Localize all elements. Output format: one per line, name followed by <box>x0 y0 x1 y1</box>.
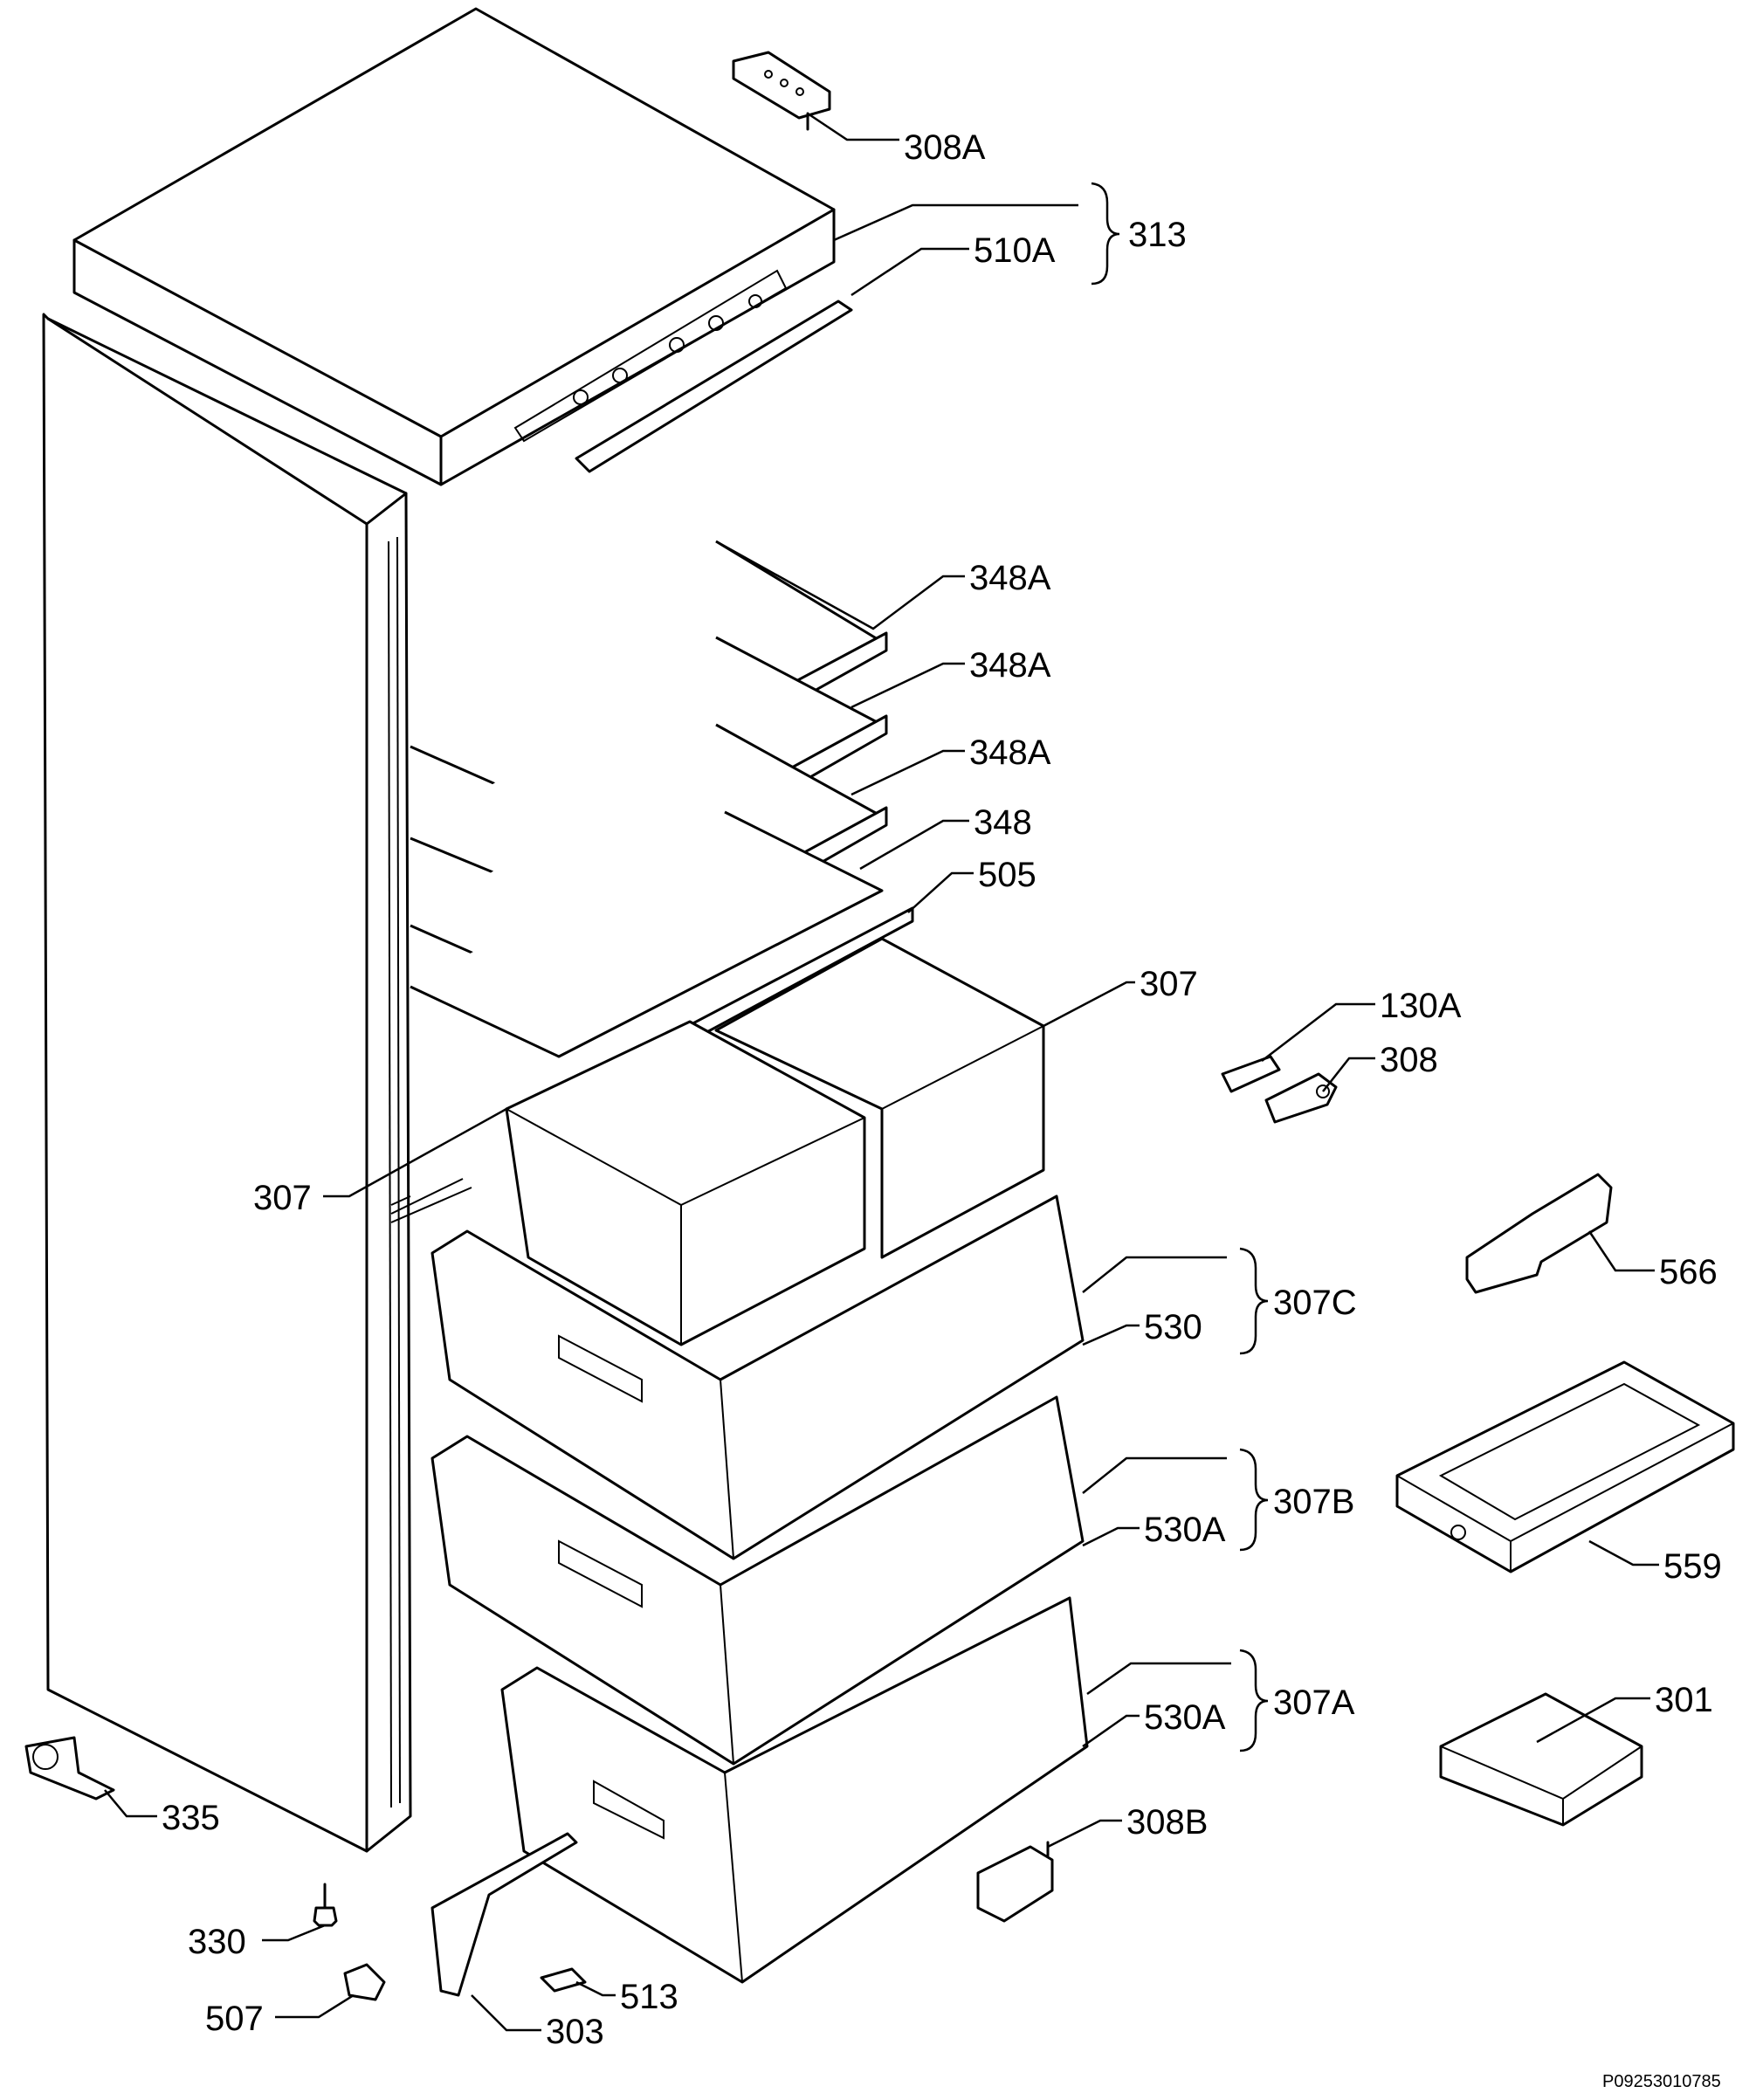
scraper-566 <box>1465 1173 1613 1294</box>
freezer-drawer-bottom <box>500 1596 1089 1984</box>
label-307B: 307B <box>1273 1483 1354 1521</box>
crisper-bin-right <box>714 937 1045 1259</box>
cold-accumulator-559 <box>1395 1360 1735 1573</box>
label-348A-2: 348A <box>969 646 1051 685</box>
label-566: 566 <box>1659 1253 1718 1291</box>
label-307A: 307A <box>1273 1683 1355 1722</box>
label-330: 330 <box>188 1923 246 1961</box>
freezer-drawer-middle <box>430 1395 1085 1766</box>
plate-130A <box>1221 1055 1281 1093</box>
plinth-303 <box>430 1832 578 1997</box>
glass-shelf-4 <box>410 810 884 1058</box>
crisper-bin-left <box>505 1020 866 1346</box>
freezer-drawer-top <box>430 1195 1085 1560</box>
label-513: 513 <box>620 1978 678 2016</box>
part-labels: 308A 313 510A 348A 348A 348A 348 505 307… <box>162 128 1722 2091</box>
adjustable-foot-330 <box>313 1883 338 1927</box>
label-530: 530 <box>1144 1308 1202 1346</box>
label-507: 507 <box>205 2000 264 2038</box>
label-510A: 510A <box>974 231 1056 270</box>
label-307-left: 307 <box>253 1179 312 1217</box>
clip-507 <box>343 1963 386 2001</box>
tab-513 <box>540 1967 587 1993</box>
cabinet-body <box>42 313 472 1853</box>
top-cover <box>72 7 836 486</box>
label-348A-3: 348A <box>969 733 1051 772</box>
label-308B: 308B <box>1126 1803 1208 1842</box>
label-348: 348 <box>974 803 1032 842</box>
top-hinge <box>732 51 831 131</box>
label-130A: 130A <box>1380 987 1462 1025</box>
label-308: 308 <box>1380 1041 1438 1079</box>
label-530A-2: 530A <box>1144 1698 1226 1737</box>
leader-lines <box>104 112 1659 2032</box>
label-559: 559 <box>1663 1547 1722 1586</box>
label-505: 505 <box>978 856 1036 894</box>
label-530A-1: 530A <box>1144 1511 1226 1549</box>
label-308A-top: 308A <box>904 128 986 167</box>
label-348A-1: 348A <box>969 559 1051 597</box>
trim-strip <box>575 300 853 473</box>
label-335: 335 <box>162 1799 220 1837</box>
hinge-308B <box>976 1841 1054 1923</box>
label-307C: 307C <box>1273 1284 1357 1322</box>
label-303: 303 <box>546 2013 604 2051</box>
foot-hinge-335 <box>24 1736 115 1800</box>
label-313: 313 <box>1128 216 1187 254</box>
label-301: 301 <box>1655 1681 1713 1719</box>
label-307-right: 307 <box>1140 965 1198 1003</box>
drawing-code: P09253010785 <box>1602 2072 1721 2091</box>
hinge-308 <box>1264 1072 1338 1124</box>
ice-tray-301 <box>1439 1692 1643 1827</box>
